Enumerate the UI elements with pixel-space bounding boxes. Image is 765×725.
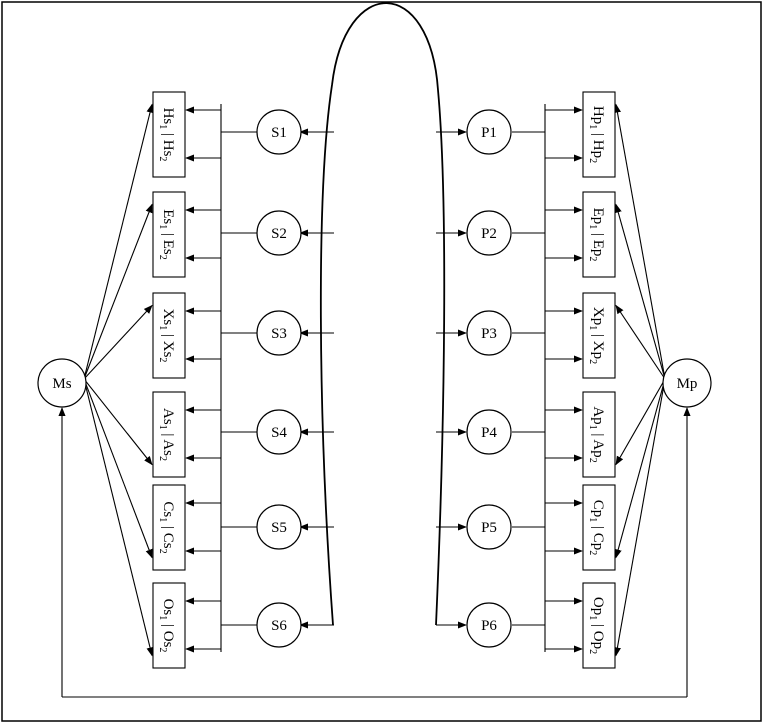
node-s4-label: S4 xyxy=(271,425,287,441)
node-p2-label: P2 xyxy=(481,226,497,242)
ms-to-box-arrow xyxy=(83,378,154,657)
node-s6 xyxy=(256,602,302,648)
left-box-cs-text: Cs1 | Cs2 xyxy=(157,501,176,553)
right-box-op-text: Op1 | Op2 xyxy=(587,597,606,654)
mp-to-box-arrow xyxy=(614,378,666,559)
right-box-hp xyxy=(582,91,616,178)
right-box-ep-text: Ep1 | Ep2 xyxy=(587,208,606,262)
left-box-cs xyxy=(152,484,186,571)
right-box-cp-text: Cp1 | Cp2 xyxy=(587,500,606,556)
ms-to-box-arrow xyxy=(83,103,154,380)
mp-to-box-arrow xyxy=(613,378,666,657)
node-p5 xyxy=(466,504,512,550)
right-box-xp xyxy=(582,292,616,379)
ms-to-box-arrow xyxy=(83,304,153,380)
loop-curve xyxy=(319,2,446,626)
left-box-as xyxy=(152,391,186,478)
left-box-xs-text: Xs1 | Xs2 xyxy=(157,309,176,363)
ms-to-box-arrow xyxy=(83,203,153,380)
node-p6-label: P6 xyxy=(481,618,497,634)
node-s2 xyxy=(256,210,302,256)
node-mp-label: Mp xyxy=(677,376,698,392)
right-box-ep xyxy=(582,191,616,278)
node-p5-label: P5 xyxy=(481,520,497,536)
node-s5-label: S5 xyxy=(271,520,287,536)
node-s4 xyxy=(256,409,302,455)
node-s5 xyxy=(256,504,302,550)
node-s1-label: S1 xyxy=(271,125,287,141)
node-ms xyxy=(37,358,87,408)
node-s6-label: S6 xyxy=(271,618,287,634)
left-box-hs-text: Hs1 | Hs2 xyxy=(157,108,176,162)
node-p1 xyxy=(466,109,512,155)
node-s2-label: S2 xyxy=(271,226,287,242)
node-s3-label: S3 xyxy=(271,326,287,342)
node-p4-label: P4 xyxy=(481,425,497,441)
left-box-as-text: As1 | As2 xyxy=(157,408,176,461)
node-p4 xyxy=(466,409,512,455)
right-box-cp xyxy=(582,484,616,571)
node-s1 xyxy=(256,109,302,155)
mp-to-box-arrow xyxy=(615,304,666,380)
right-box-hp-text: Hp1 | Hp2 xyxy=(587,106,606,163)
right-box-ap xyxy=(582,391,616,478)
node-p3 xyxy=(466,310,512,356)
node-s3 xyxy=(256,310,302,356)
left-box-xs xyxy=(152,292,186,379)
left-box-os xyxy=(152,582,186,669)
node-p6 xyxy=(466,602,512,648)
ms-to-box-arrow xyxy=(83,378,153,466)
node-ms-label: Ms xyxy=(52,376,71,392)
mp-to-box-arrow xyxy=(613,103,666,380)
mp-to-box-arrow xyxy=(614,203,666,380)
left-box-os-text: Os1 | Os2 xyxy=(157,599,176,653)
left-box-hs xyxy=(152,91,186,178)
right-box-xp-text: Xp1 | Xp2 xyxy=(587,307,606,364)
node-p2 xyxy=(466,210,512,256)
node-p3-label: P3 xyxy=(481,326,497,342)
node-p1-label: P1 xyxy=(481,125,497,141)
mp-to-box-arrow xyxy=(615,378,666,466)
left-box-es xyxy=(152,191,186,278)
right-box-ap-text: Ap1 | Ap2 xyxy=(587,406,606,462)
ms-to-box-arrow xyxy=(83,378,153,559)
right-box-op xyxy=(582,582,616,669)
node-mp xyxy=(662,358,712,408)
left-box-es-text: Es1 | Es2 xyxy=(157,209,176,260)
